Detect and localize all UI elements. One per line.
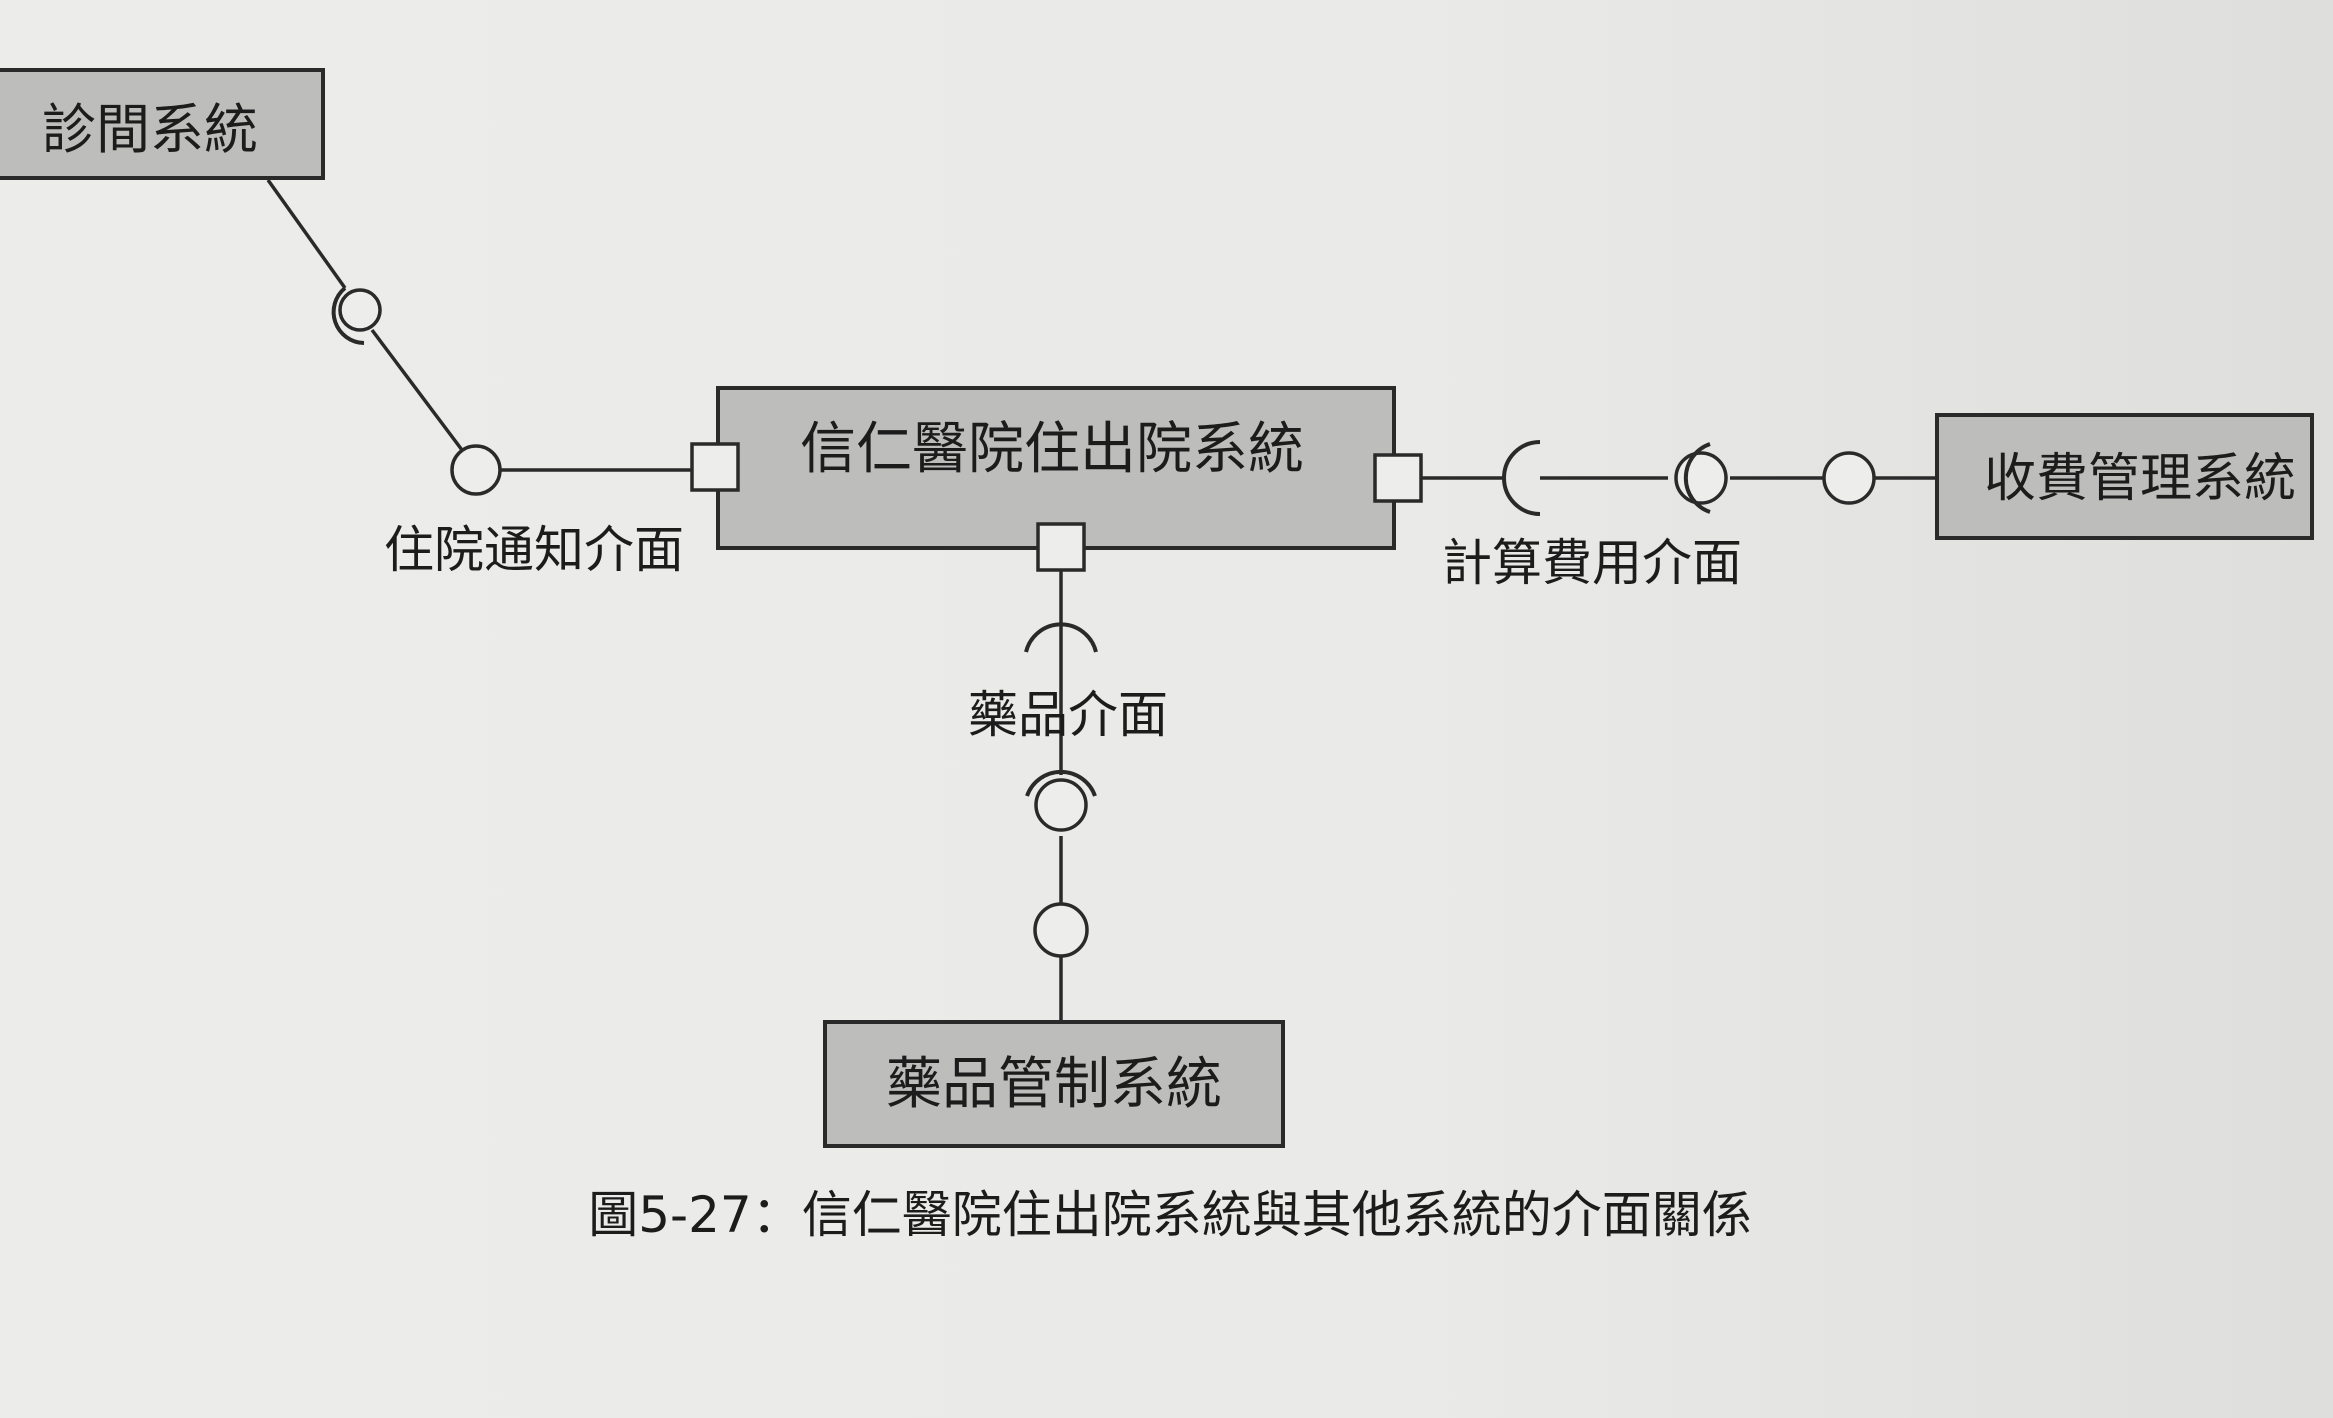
assembly-ball-drug <box>1034 778 1088 832</box>
assembly-socket-drug <box>1025 769 1097 797</box>
component-main-label: 信仁醫院住出院系統 <box>800 417 1304 482</box>
port-bottom <box>1036 522 1086 572</box>
assembly-ball-admission <box>338 288 382 332</box>
interface-label-drug: 藥品介面 <box>968 686 1168 744</box>
port-right <box>1373 453 1423 503</box>
required-interface-drug <box>1024 622 1098 653</box>
provided-interface-drug <box>1033 902 1089 958</box>
assembly-socket-billing <box>1683 442 1711 514</box>
connector-clinic-socket <box>266 178 347 290</box>
component-clinic: 診間系統 <box>0 68 325 180</box>
required-interface-billing <box>1502 440 1541 516</box>
component-main: 信仁醫院住出院系統 <box>716 386 1396 550</box>
assembly-socket-admission <box>331 286 365 345</box>
provided-interface-billing <box>1822 451 1876 505</box>
interface-label-admission: 住院通知介面 <box>384 521 684 579</box>
figure-caption: 圖5-27：信仁醫院住出院系統與其他系統的介面關係 <box>588 1186 1751 1244</box>
component-billing-label: 收費管理系統 <box>1984 449 2296 509</box>
component-pharmacy: 藥品管制系統 <box>823 1020 1285 1148</box>
provided-interface-admission <box>450 444 502 496</box>
interface-label-billing: 計算費用介面 <box>1442 534 1742 592</box>
component-clinic-label: 診間系統 <box>42 98 258 161</box>
component-billing: 收費管理系統 <box>1935 413 2314 540</box>
component-pharmacy-label: 藥品管制系統 <box>886 1052 1222 1117</box>
connector-socket-lollipop <box>370 328 464 452</box>
port-left <box>690 442 740 492</box>
assembly-ball-billing <box>1674 451 1728 505</box>
